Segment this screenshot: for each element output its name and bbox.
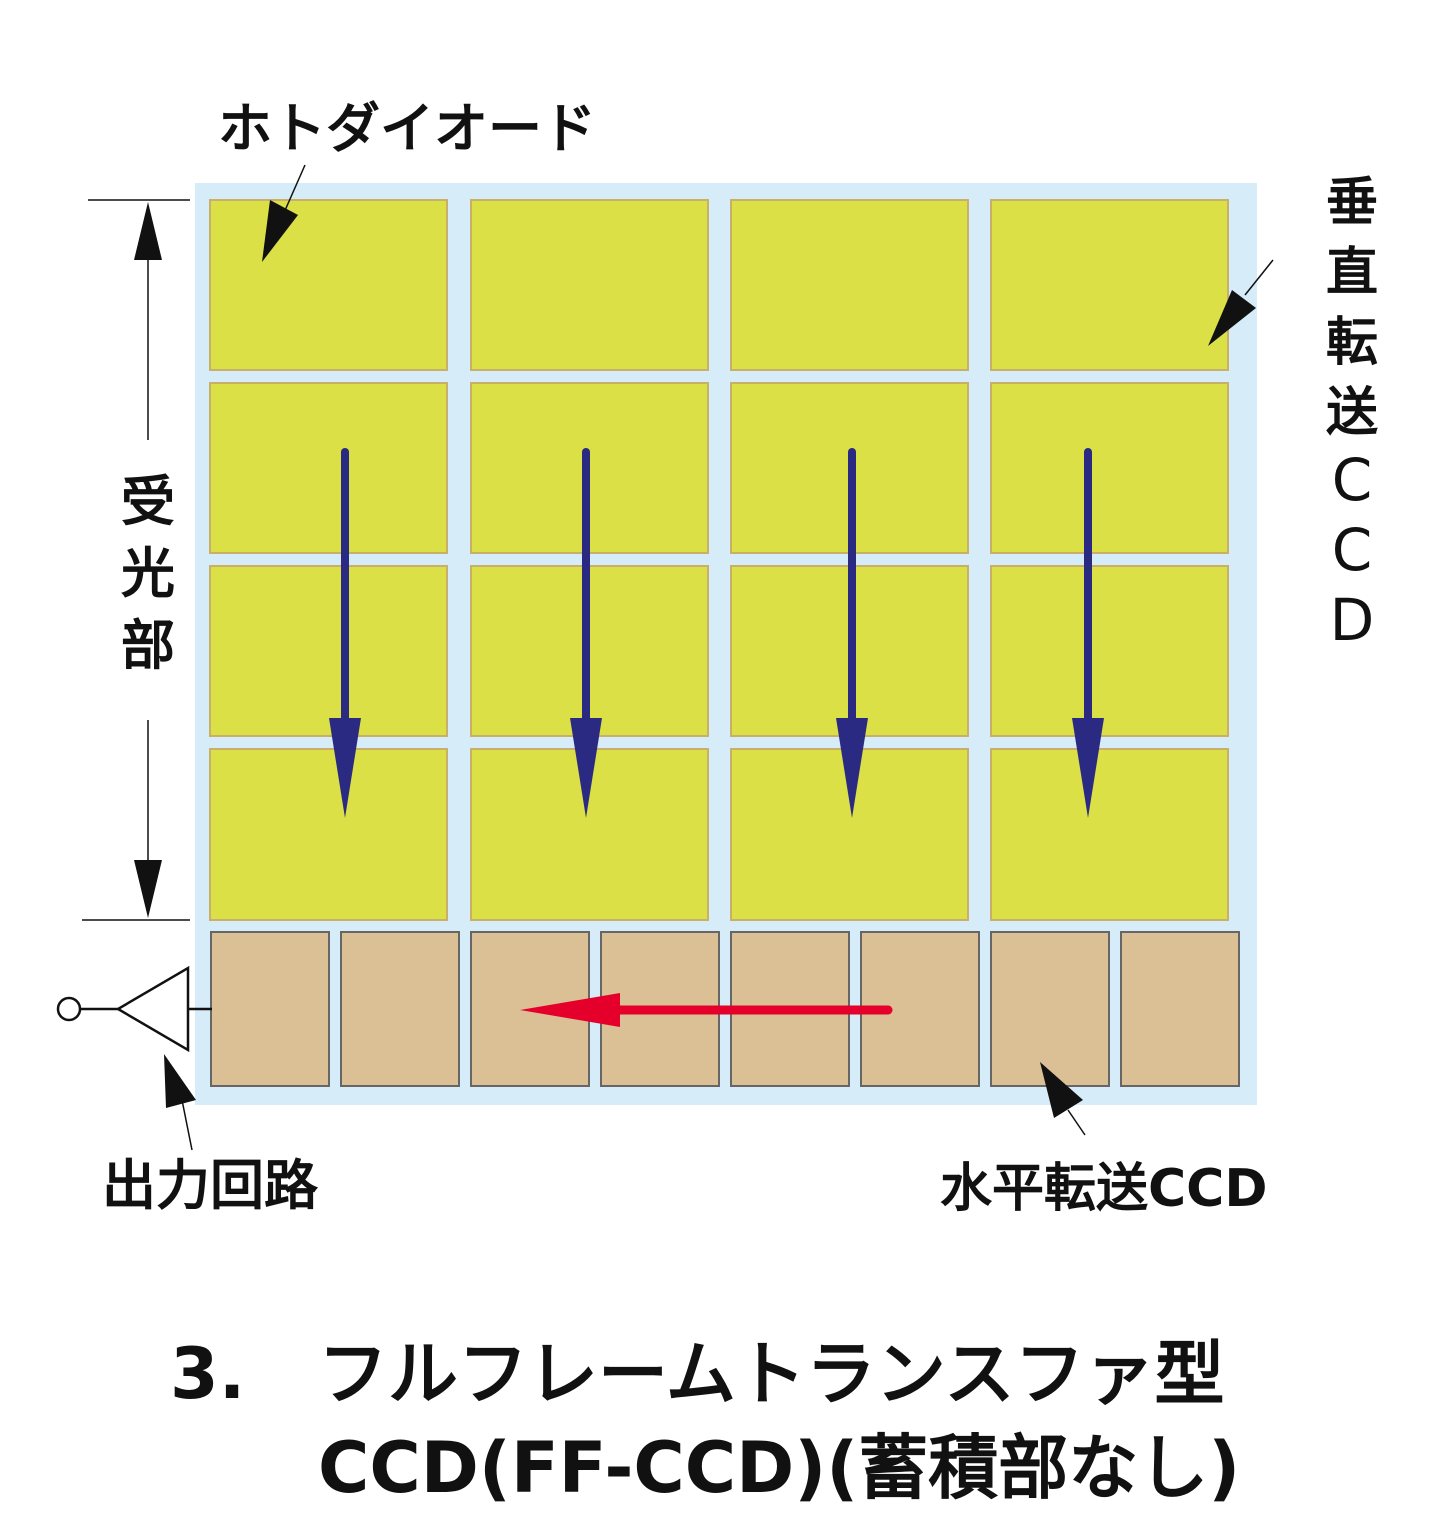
dimension-arrow-down xyxy=(134,860,162,918)
photodiode-cell xyxy=(990,382,1229,554)
caption-line-2: CCD(FF-CCD)(蓄積部なし) xyxy=(318,1427,1240,1509)
photodiode-label: ホトダイオード xyxy=(218,97,596,160)
vertical-transfer-arrow-head xyxy=(329,718,361,818)
photodiode-grid xyxy=(209,199,1229,921)
light-receiving-char: 受 xyxy=(121,470,175,533)
output-terminal xyxy=(56,996,82,1022)
horizontal-transfer-arrow xyxy=(520,993,893,1027)
vertical-ccd-char: 直 xyxy=(1326,243,1378,303)
vertical-ccd-char: 垂 xyxy=(1326,173,1378,233)
vertical-ccd-char: 送 xyxy=(1326,383,1378,443)
photodiode-pointer-line xyxy=(282,164,306,216)
photodiode-cell xyxy=(470,199,709,371)
photodiode-cell xyxy=(990,565,1229,737)
vertical-transfer-arrow-head xyxy=(836,718,868,818)
amplifier-triangle xyxy=(115,965,190,1053)
light-receiving-dimension xyxy=(82,199,190,921)
horizontal-ccd-cell xyxy=(990,931,1110,1087)
horizontal-ccd-cell xyxy=(210,931,330,1087)
horizontal-ccd-label: 水平転送CCD xyxy=(940,1159,1268,1219)
light-receiving-char: 光 xyxy=(121,542,175,605)
vertical-ccd-pointer-line xyxy=(1244,259,1274,296)
photodiode-cell xyxy=(990,199,1229,371)
photodiode-cell xyxy=(209,748,448,921)
photodiode-cell xyxy=(730,199,969,371)
photodiode-cell xyxy=(209,382,448,554)
vertical-transfer-arrows xyxy=(329,448,1104,818)
vertical-ccd-char: 転 xyxy=(1326,313,1378,373)
output-circuit-label: 出力回路 xyxy=(102,1154,319,1217)
dimension-arrow-up xyxy=(134,202,162,260)
light-receiving-label: 受光部 xyxy=(121,470,175,677)
photodiode-cell xyxy=(990,748,1229,921)
photodiode-cell xyxy=(209,199,448,371)
horizontal-transfer-arrow-head xyxy=(520,993,620,1027)
output-circuit-pointer-line xyxy=(181,1099,193,1151)
vertical-ccd-pointer-head xyxy=(1208,290,1256,346)
output-circuit-pointer-head xyxy=(164,1054,196,1108)
horizontal-ccd-cell xyxy=(340,931,460,1087)
light-receiving-char: 部 xyxy=(121,614,175,677)
vertical-ccd-char: C xyxy=(1332,446,1373,514)
photodiode-pointer-head xyxy=(262,200,298,262)
output-amplifier xyxy=(56,965,212,1053)
vertical-ccd-char: D xyxy=(1330,586,1375,654)
horizontal-ccd-cell xyxy=(1120,931,1240,1087)
vertical-transfer-arrow-head xyxy=(570,718,602,818)
callout-pointers xyxy=(164,164,1274,1151)
horizontal-ccd-pointer-head xyxy=(1040,1062,1083,1118)
vertical-ccd-char: C xyxy=(1332,516,1373,584)
vertical-transfer-arrow-head xyxy=(1072,718,1104,818)
photodiode-cell xyxy=(209,565,448,737)
horizontal-ccd-pointer-line xyxy=(1067,1109,1086,1136)
caption-number: 3. xyxy=(170,1333,245,1415)
caption-line-1: フルフレームトランスファ型 xyxy=(318,1333,1225,1415)
